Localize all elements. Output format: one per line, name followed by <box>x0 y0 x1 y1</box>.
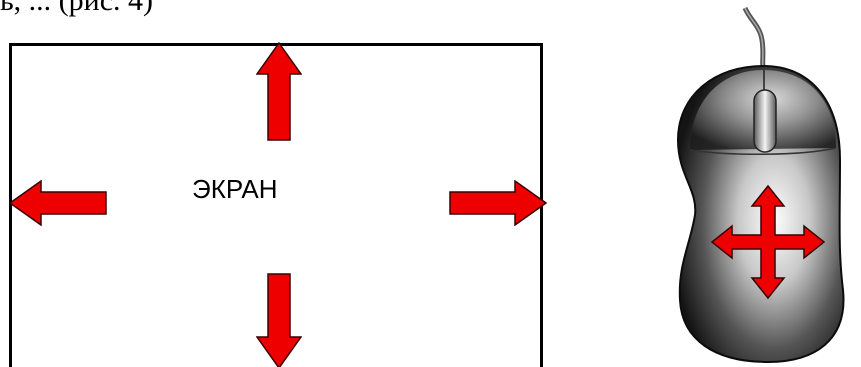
arrow-up-icon <box>256 42 302 141</box>
arrow-left-icon <box>9 180 107 226</box>
caption-fragment: ь, ... (рис. 4) <box>0 0 154 17</box>
arrow-right-icon <box>449 180 547 226</box>
four-way-arrow-icon <box>710 184 826 300</box>
computer-mouse-icon <box>676 6 845 364</box>
screen-label: ЭКРАН <box>192 174 278 204</box>
arrow-down-icon <box>256 273 302 367</box>
